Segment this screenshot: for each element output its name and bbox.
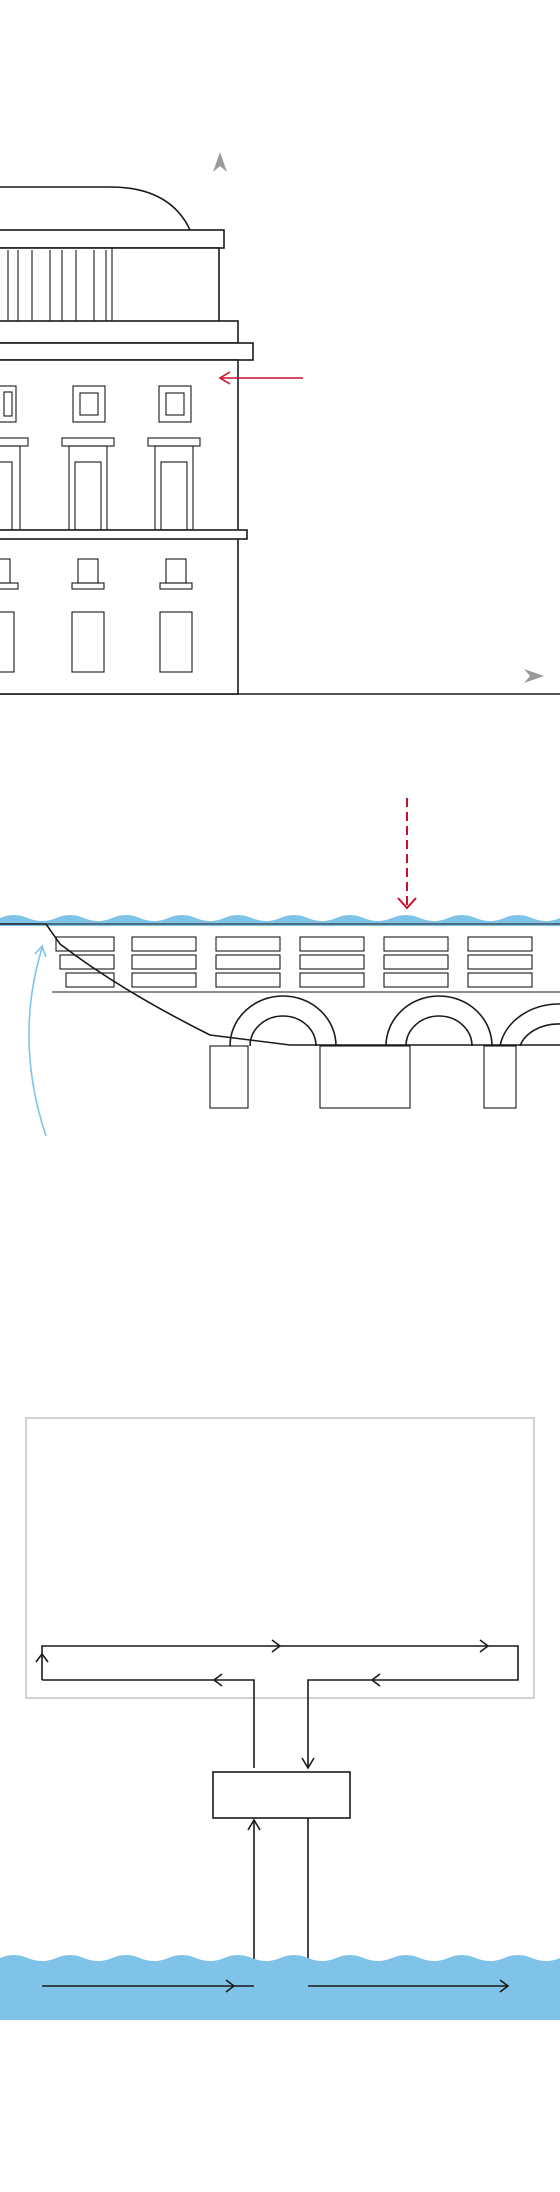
rain-arrow-icon [397, 798, 417, 910]
east-arrow-icon [524, 669, 544, 683]
bridge-arches [229, 995, 560, 1047]
bridge-piers [209, 1045, 517, 1109]
dome [0, 186, 191, 231]
top-cornice [0, 229, 225, 249]
wind-arrow-icon [218, 371, 303, 385]
upper-cornice [0, 320, 239, 344]
flow-arrow-icon [35, 1639, 519, 1770]
building-panel [0, 152, 560, 695]
surface-water [0, 915, 560, 926]
lower-windows [0, 558, 193, 673]
bottom-water [0, 1955, 560, 2020]
upper-windows [0, 385, 192, 423]
bridge-panel [0, 798, 560, 1137]
colonnade-block [0, 247, 220, 329]
panel-frame [25, 1417, 535, 1699]
river-flow-arrow-icon [28, 944, 47, 1137]
north-arrow-icon [213, 152, 227, 172]
upper-cornice-lip [0, 342, 254, 361]
string-course [0, 529, 248, 540]
columns [7, 248, 113, 328]
flow-loop-panel [0, 1417, 560, 2020]
masonry-blocks [55, 936, 533, 988]
bridge-deck [0, 923, 560, 1046]
processing-box [212, 1771, 351, 1819]
main-facade [0, 359, 239, 695]
